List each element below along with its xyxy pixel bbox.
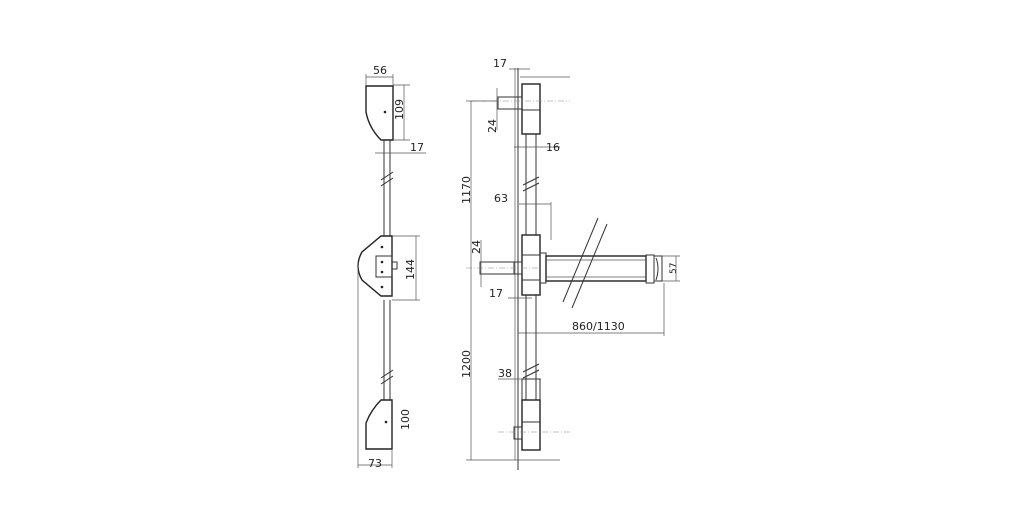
top-bolt-housing [521,83,541,135]
dim-rod-width: 16 [546,141,560,154]
top-cap [365,85,394,141]
front-view: 17 24 16 1170 63 24 17 [460,57,680,470]
center-lock [357,235,393,297]
dim-top-pin: 24 [486,119,499,133]
dim-top-cap-height: 109 [393,99,406,120]
dim-lower-length: 1200 [460,350,473,378]
dim-bar-height: 57 [669,263,679,274]
dim-center-pin: 24 [470,240,483,254]
bottom-bolt-housing [521,399,541,451]
dim-center-lock-height: 144 [404,259,417,280]
bottom-cap [365,399,393,450]
dim-upper-length: 1170 [460,176,473,204]
dim-bottom-cap-height: 100 [399,409,412,430]
dim-top-offset: 17 [493,57,507,70]
dim-overall-width: 73 [368,457,382,470]
dim-lock-width: 63 [494,192,508,205]
dim-rod-diameter: 17 [410,141,424,154]
dim-bottom-width: 38 [498,367,512,380]
dim-center-offset: 17 [489,287,503,300]
center-lock-housing [521,234,541,296]
dim-top-cap-width: 56 [373,64,387,77]
side-view: 56 109 17 144 100 [357,64,426,470]
dim-bar-length: 860/1130 [572,320,625,333]
